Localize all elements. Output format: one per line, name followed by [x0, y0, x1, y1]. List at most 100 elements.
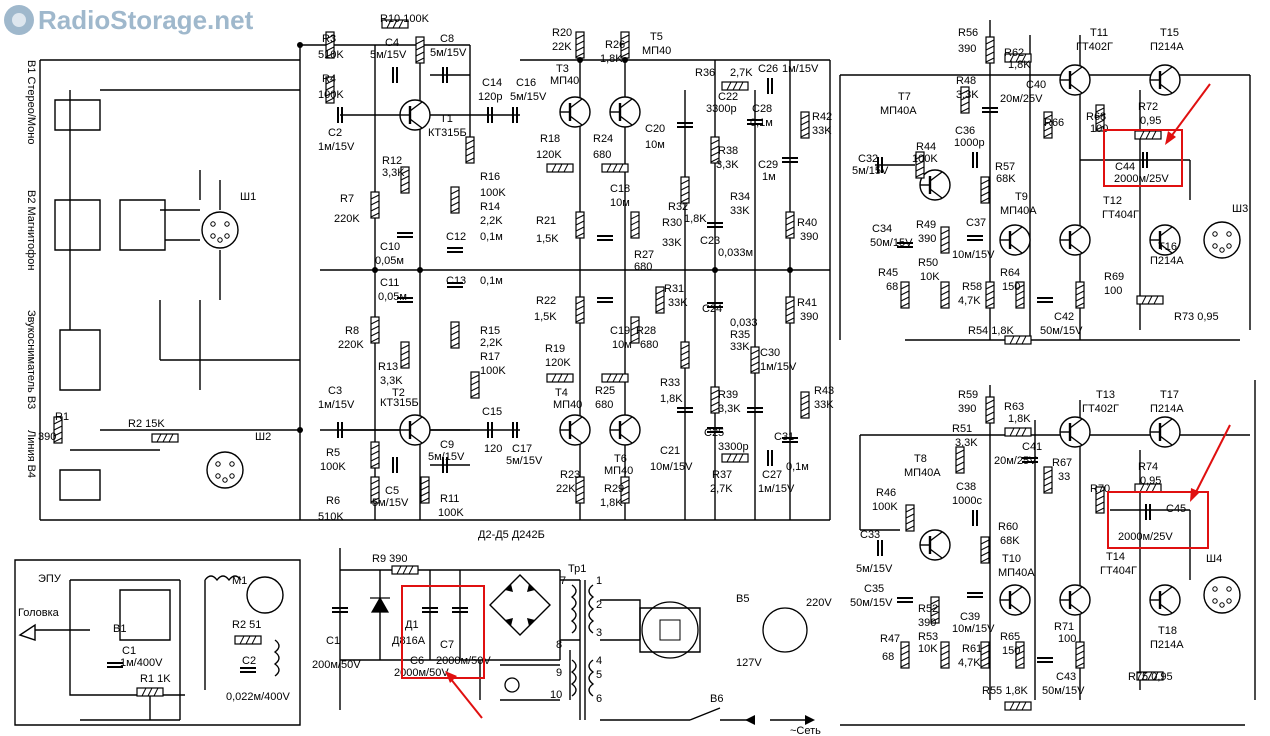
- c6-value: 2000м/50V: [394, 667, 449, 679]
- c41-label: C41: [1022, 441, 1042, 453]
- r33-label: R33: [660, 377, 680, 389]
- c35-value: 50м/15V: [850, 597, 893, 609]
- r69-label: R69: [1104, 271, 1124, 283]
- r42-value: 33K: [812, 125, 832, 137]
- r41-value: 390: [800, 311, 818, 323]
- c36-label: C36: [955, 125, 975, 137]
- t8-label: T8: [914, 453, 927, 465]
- c42-label: C42: [1054, 311, 1074, 323]
- c34-label: C34: [872, 223, 892, 235]
- r1-value: 390: [38, 431, 56, 443]
- r11-value: 100K: [438, 507, 464, 519]
- r43-value: 33K: [814, 399, 834, 411]
- r59-label: R59: [958, 389, 978, 401]
- r4-label: R4: [322, 73, 336, 85]
- r38-label: R38: [718, 145, 738, 157]
- r12-label: R12: [382, 155, 402, 167]
- r21-label: R21: [536, 215, 556, 227]
- r18-label: R18: [540, 133, 560, 145]
- t13-type: ГТ402Г: [1082, 403, 1119, 415]
- r53-value: 10K: [918, 643, 938, 655]
- c40-value: 20м/25V: [1000, 93, 1043, 105]
- c16-value: 5м/15V: [510, 91, 547, 103]
- r69-value: 100: [1104, 285, 1122, 297]
- socket-sh3: [1203, 221, 1241, 259]
- r26-label: R26: [605, 39, 625, 51]
- c40-label: C40: [1026, 79, 1046, 91]
- r54-label: R54 1,8K: [968, 325, 1015, 337]
- r23-label: R23: [560, 469, 580, 481]
- r45-label: R45: [878, 267, 898, 279]
- r61-value: 4,7K: [958, 657, 981, 669]
- r8-value: 220K: [338, 339, 364, 351]
- r51-value: 3,3K: [955, 437, 978, 449]
- switch-b3-label: Звукосниматель В3: [25, 310, 37, 409]
- t2-label: T2: [392, 387, 405, 399]
- r17-label: R17: [480, 351, 500, 363]
- t9-label: T9: [1015, 191, 1028, 203]
- r51-label: R51: [952, 423, 972, 435]
- r22-label: R22: [536, 295, 556, 307]
- c42-value: 50м/15V: [1040, 325, 1083, 337]
- r57-label: R57: [995, 161, 1015, 173]
- t7-type: МП40А: [880, 105, 917, 117]
- c32-value: 5м/15V: [852, 165, 889, 177]
- r13-value: 3,3K: [380, 375, 403, 387]
- r15-value: 2,2K: [480, 337, 503, 349]
- c39-value: 10м/15V: [952, 623, 995, 635]
- r29-value: 1,8K: [600, 497, 623, 509]
- c45-label: C45: [1166, 503, 1186, 515]
- switch-b4-label: Линия В4: [25, 430, 37, 478]
- r74-value: 0,95: [1140, 475, 1161, 487]
- t1-label: T1: [440, 113, 453, 125]
- b6-label: В6: [710, 693, 723, 705]
- r25-value: 680: [595, 399, 613, 411]
- r28-value: 680: [640, 339, 658, 351]
- c28-label: C28: [752, 103, 772, 115]
- turntable-motor-block: [14, 559, 301, 726]
- r58-value: 4,7K: [958, 295, 981, 307]
- c2-label: C2: [328, 127, 342, 139]
- r62-value: 1,8K: [1008, 59, 1031, 71]
- c12-value: 0,1м: [480, 231, 503, 243]
- r44-label: R44: [916, 141, 936, 153]
- r61-label: R61: [962, 643, 982, 655]
- r31-value: 33K: [668, 297, 688, 309]
- winding-5: 5: [596, 669, 602, 681]
- t17-label: T17: [1160, 389, 1179, 401]
- c9-label: C9: [440, 439, 454, 451]
- watermark-logo: RadioStorage.net: [4, 2, 253, 38]
- mains-label: ~Сеть: [790, 725, 821, 736]
- t12-type: ГТ404Г: [1102, 209, 1139, 221]
- c32-label: C32: [858, 153, 878, 165]
- highlight-box-c44: [1103, 129, 1183, 187]
- c43-label: C43: [1056, 671, 1076, 683]
- r47-value: 68: [882, 651, 894, 663]
- t2-type: КТ315Б: [380, 397, 419, 409]
- r32-label: R32: [668, 201, 688, 213]
- r28-label: R28: [636, 325, 656, 337]
- r27-label: R27: [634, 249, 654, 261]
- c26-label: C26: [758, 63, 778, 75]
- pilot-lamp-icon: [504, 677, 520, 693]
- r31-label: R31: [664, 283, 684, 295]
- c33-value: 5м/15V: [856, 563, 893, 575]
- c8-value: 5м/15V: [430, 47, 467, 59]
- radio-globe-icon: [4, 5, 34, 35]
- c23-label: C23: [700, 235, 720, 247]
- c38-label: C38: [956, 481, 976, 493]
- c11-label: C11: [380, 277, 399, 289]
- diodes-d2-d5-label: Д2-Д5 Д242Б: [478, 529, 545, 541]
- r22-value: 1,5K: [534, 311, 557, 323]
- c21-value: 10м/15V: [650, 461, 693, 473]
- r5-label: R5: [326, 447, 340, 459]
- input-switch-panel: [39, 59, 300, 521]
- r65-value: 150: [1002, 645, 1020, 657]
- t10-type: МП40А: [998, 567, 1035, 579]
- c26-value: 1м/15V: [782, 63, 819, 75]
- r36-label: R36: [695, 67, 715, 79]
- c10-label: C10: [380, 241, 400, 253]
- c7-label: C7: [440, 639, 454, 651]
- r63-label: R63: [1004, 401, 1024, 413]
